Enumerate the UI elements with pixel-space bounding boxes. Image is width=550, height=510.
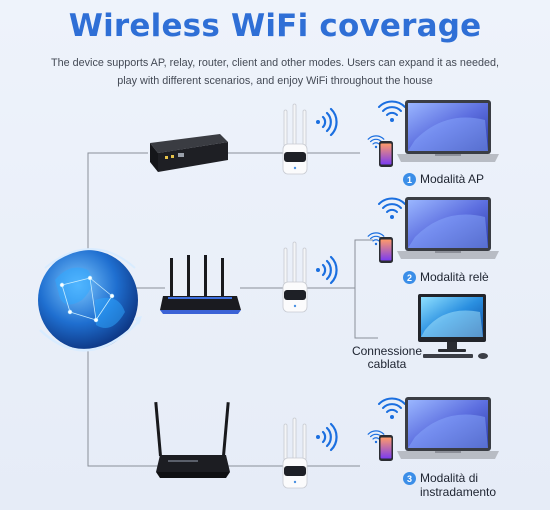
- laptop-icon: [397, 397, 499, 459]
- mode-label-text: Modalità di instradamento: [420, 471, 497, 499]
- router-two-antenna-icon: [154, 402, 230, 478]
- repeater-icon: [282, 103, 308, 489]
- phone-icon: [379, 435, 393, 461]
- mode-label-relay: 2 Modalità relè: [403, 270, 489, 284]
- mode-label-text: Modalità relè: [420, 270, 489, 284]
- monitor-icon: [418, 294, 488, 359]
- phone-icon: [379, 237, 393, 263]
- page-subtitle: The device supports AP, relay, router, c…: [51, 57, 499, 87]
- mode-number-badge: 2: [403, 271, 416, 284]
- phone-icon: [379, 141, 393, 167]
- laptop-icon: [397, 197, 499, 259]
- mode-label-ap: 1 Modalità AP: [403, 172, 484, 186]
- router-icon: [160, 255, 241, 314]
- wired-connection-label: Connessione cablata: [351, 344, 423, 371]
- wifi-icon: [378, 397, 406, 420]
- wifi-icon: [378, 197, 406, 220]
- modem-box-icon: [150, 134, 228, 172]
- mode-label-routing: 3 Modalità di instradamento: [403, 471, 513, 499]
- wifi-icon: [314, 107, 338, 452]
- globe-icon: [38, 248, 142, 352]
- mode-number-badge: 1: [403, 173, 416, 186]
- laptop-icon: [397, 100, 499, 162]
- mode-label-text: Modalità AP: [420, 172, 485, 186]
- wifi-icon: [378, 100, 406, 123]
- page-title: Wireless WiFi coverage: [68, 8, 482, 44]
- mode-number-badge: 3: [403, 472, 416, 485]
